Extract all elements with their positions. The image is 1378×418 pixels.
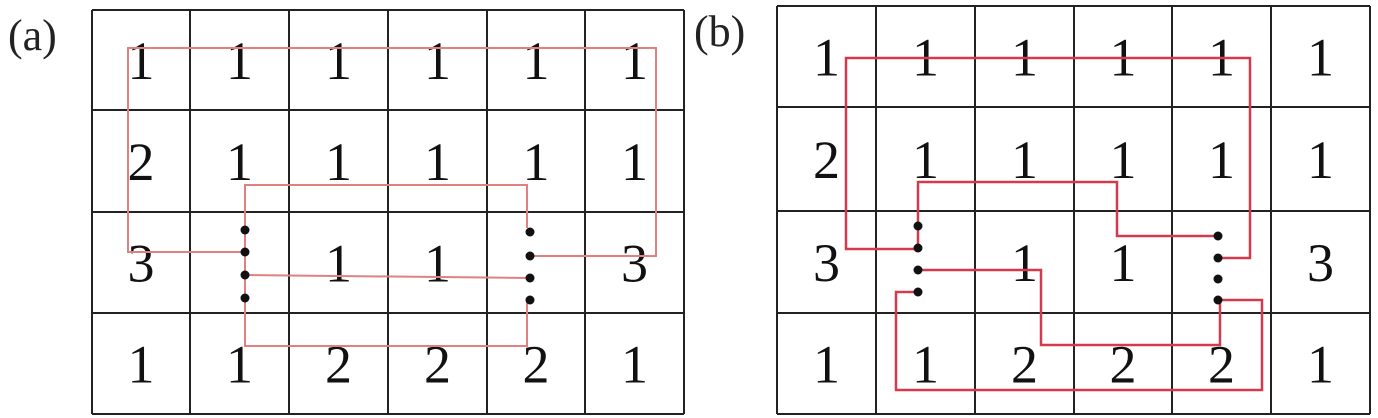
panel-b-dot xyxy=(913,265,923,275)
panel-a-cell-value: 1 xyxy=(523,31,550,91)
panel-b-cell-value: 1 xyxy=(813,28,840,88)
panel-b-label: (b) xyxy=(694,7,746,56)
panel-a-cell-value: 1 xyxy=(325,132,352,192)
panel-a-cell-value: 1 xyxy=(621,335,648,395)
panel-b-cell-value: 1 xyxy=(912,130,939,190)
panel-b-dot xyxy=(913,287,923,297)
panel-a-cell-value: 1 xyxy=(621,31,648,91)
panel-a-cell-value: 2 xyxy=(128,132,155,192)
panel-a-inner-path xyxy=(244,274,531,279)
panel-a-cell-value: 1 xyxy=(226,31,253,91)
panel-b-cell-value: 1 xyxy=(1307,335,1334,395)
panel-a-outer-loop xyxy=(244,184,528,298)
panel-b-cell-value: 2 xyxy=(1208,335,1235,395)
panel-a-cell-value: 1 xyxy=(325,234,352,294)
panel-b-dot xyxy=(913,243,923,253)
panel-b-cell-value: 3 xyxy=(1307,233,1334,293)
panel-b-cell-value: 1 xyxy=(1307,130,1334,190)
panel-a-cell-value: 1 xyxy=(424,31,451,91)
panel-b-cell-value: 1 xyxy=(1110,233,1137,293)
panel-a-cell-value: 1 xyxy=(226,335,253,395)
panel-a-cell-value: 1 xyxy=(128,335,155,395)
panel-a-label: (a) xyxy=(8,11,57,60)
panel-b-cell-value: 1 xyxy=(1307,28,1334,88)
panel-a-dot xyxy=(525,273,535,283)
panel-b-cell-value: 2 xyxy=(1110,335,1137,395)
panel-a-dot xyxy=(525,295,535,305)
panel-b-dot xyxy=(1213,295,1223,305)
panel-a-cell-value: 1 xyxy=(424,234,451,294)
panel-b-bottom-path xyxy=(894,290,1264,392)
panel-a-cell-value: 2 xyxy=(424,335,451,395)
panel-b-loop xyxy=(844,56,1264,392)
panel-b-cell-value: 1 xyxy=(1208,130,1235,190)
panel-b-cell-value: 1 xyxy=(1011,233,1038,293)
panel-b-cell-value: 1 xyxy=(1110,130,1137,190)
panel-b-dot xyxy=(1213,253,1223,263)
panel-a-dot xyxy=(240,270,250,280)
panel-b-cell-value: 1 xyxy=(912,335,939,395)
panel-b-upper-inner-path xyxy=(916,180,1218,238)
panel-a-dot xyxy=(525,227,535,237)
panel-a-cell-value: 3 xyxy=(621,234,648,294)
panel-a-cell-value: 3 xyxy=(128,234,155,294)
panel-b-dot xyxy=(1213,274,1223,284)
panel-b-cell-value: 2 xyxy=(813,130,840,190)
panel-b-dot xyxy=(913,221,923,231)
panel-a-loop xyxy=(127,47,657,347)
panel-a-cell-value: 1 xyxy=(424,132,451,192)
panel-a-cell-value: 1 xyxy=(226,132,253,192)
panel-b-cell-value: 2 xyxy=(1011,335,1038,395)
panel-a-dot xyxy=(525,251,535,261)
panel-b-cell-value: 1 xyxy=(813,335,840,395)
panel-a-cell-value: 2 xyxy=(325,335,352,395)
panel-a-dot xyxy=(240,225,250,235)
panel-a-dot xyxy=(240,247,250,257)
panel-a-cell-value: 1 xyxy=(325,31,352,91)
panel-a-outer-path xyxy=(127,47,657,257)
panel-a-bottom-loop xyxy=(244,298,528,347)
panel-b-cell-value: 3 xyxy=(813,233,840,293)
panel-b-dot xyxy=(1213,231,1223,241)
panel-a-cell-value: 1 xyxy=(523,132,550,192)
panel-a-cell-value: 1 xyxy=(621,132,648,192)
panel-a-cell-value: 1 xyxy=(128,31,155,91)
panel-b-middle-path xyxy=(918,268,1222,347)
panel-b-outer-path xyxy=(844,56,1252,260)
panel-a-dot xyxy=(240,293,250,303)
panel-b-cell-value: 1 xyxy=(1011,130,1038,190)
